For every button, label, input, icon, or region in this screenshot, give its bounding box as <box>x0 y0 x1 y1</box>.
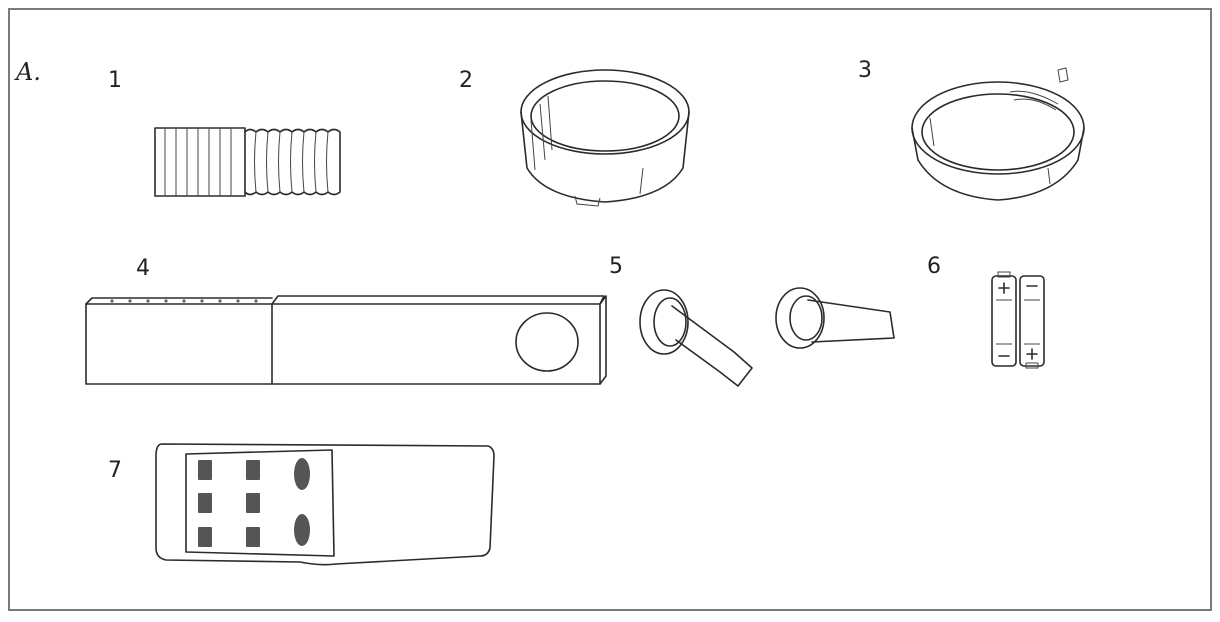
part-number-1: 1 <box>108 68 122 93</box>
window-slider-kit-icon <box>85 295 607 385</box>
diagram-frame <box>8 8 1212 611</box>
section-label: A. <box>16 58 41 86</box>
part-number-3: 3 <box>858 58 872 83</box>
window-adapter-ring-icon <box>911 67 1085 201</box>
part-number-4: 4 <box>136 256 150 281</box>
part-number-6: 6 <box>927 254 941 279</box>
part-number-5: 5 <box>609 254 623 279</box>
remote-control-icon <box>155 443 495 566</box>
exhaust-hose-icon <box>154 127 341 197</box>
part-number-2: 2 <box>459 68 473 93</box>
batteries-icon <box>991 271 1045 369</box>
hose-adapter-ring-icon <box>520 69 690 207</box>
window-adapter-nozzles-icon <box>639 287 895 387</box>
part-number-7: 7 <box>108 458 122 483</box>
